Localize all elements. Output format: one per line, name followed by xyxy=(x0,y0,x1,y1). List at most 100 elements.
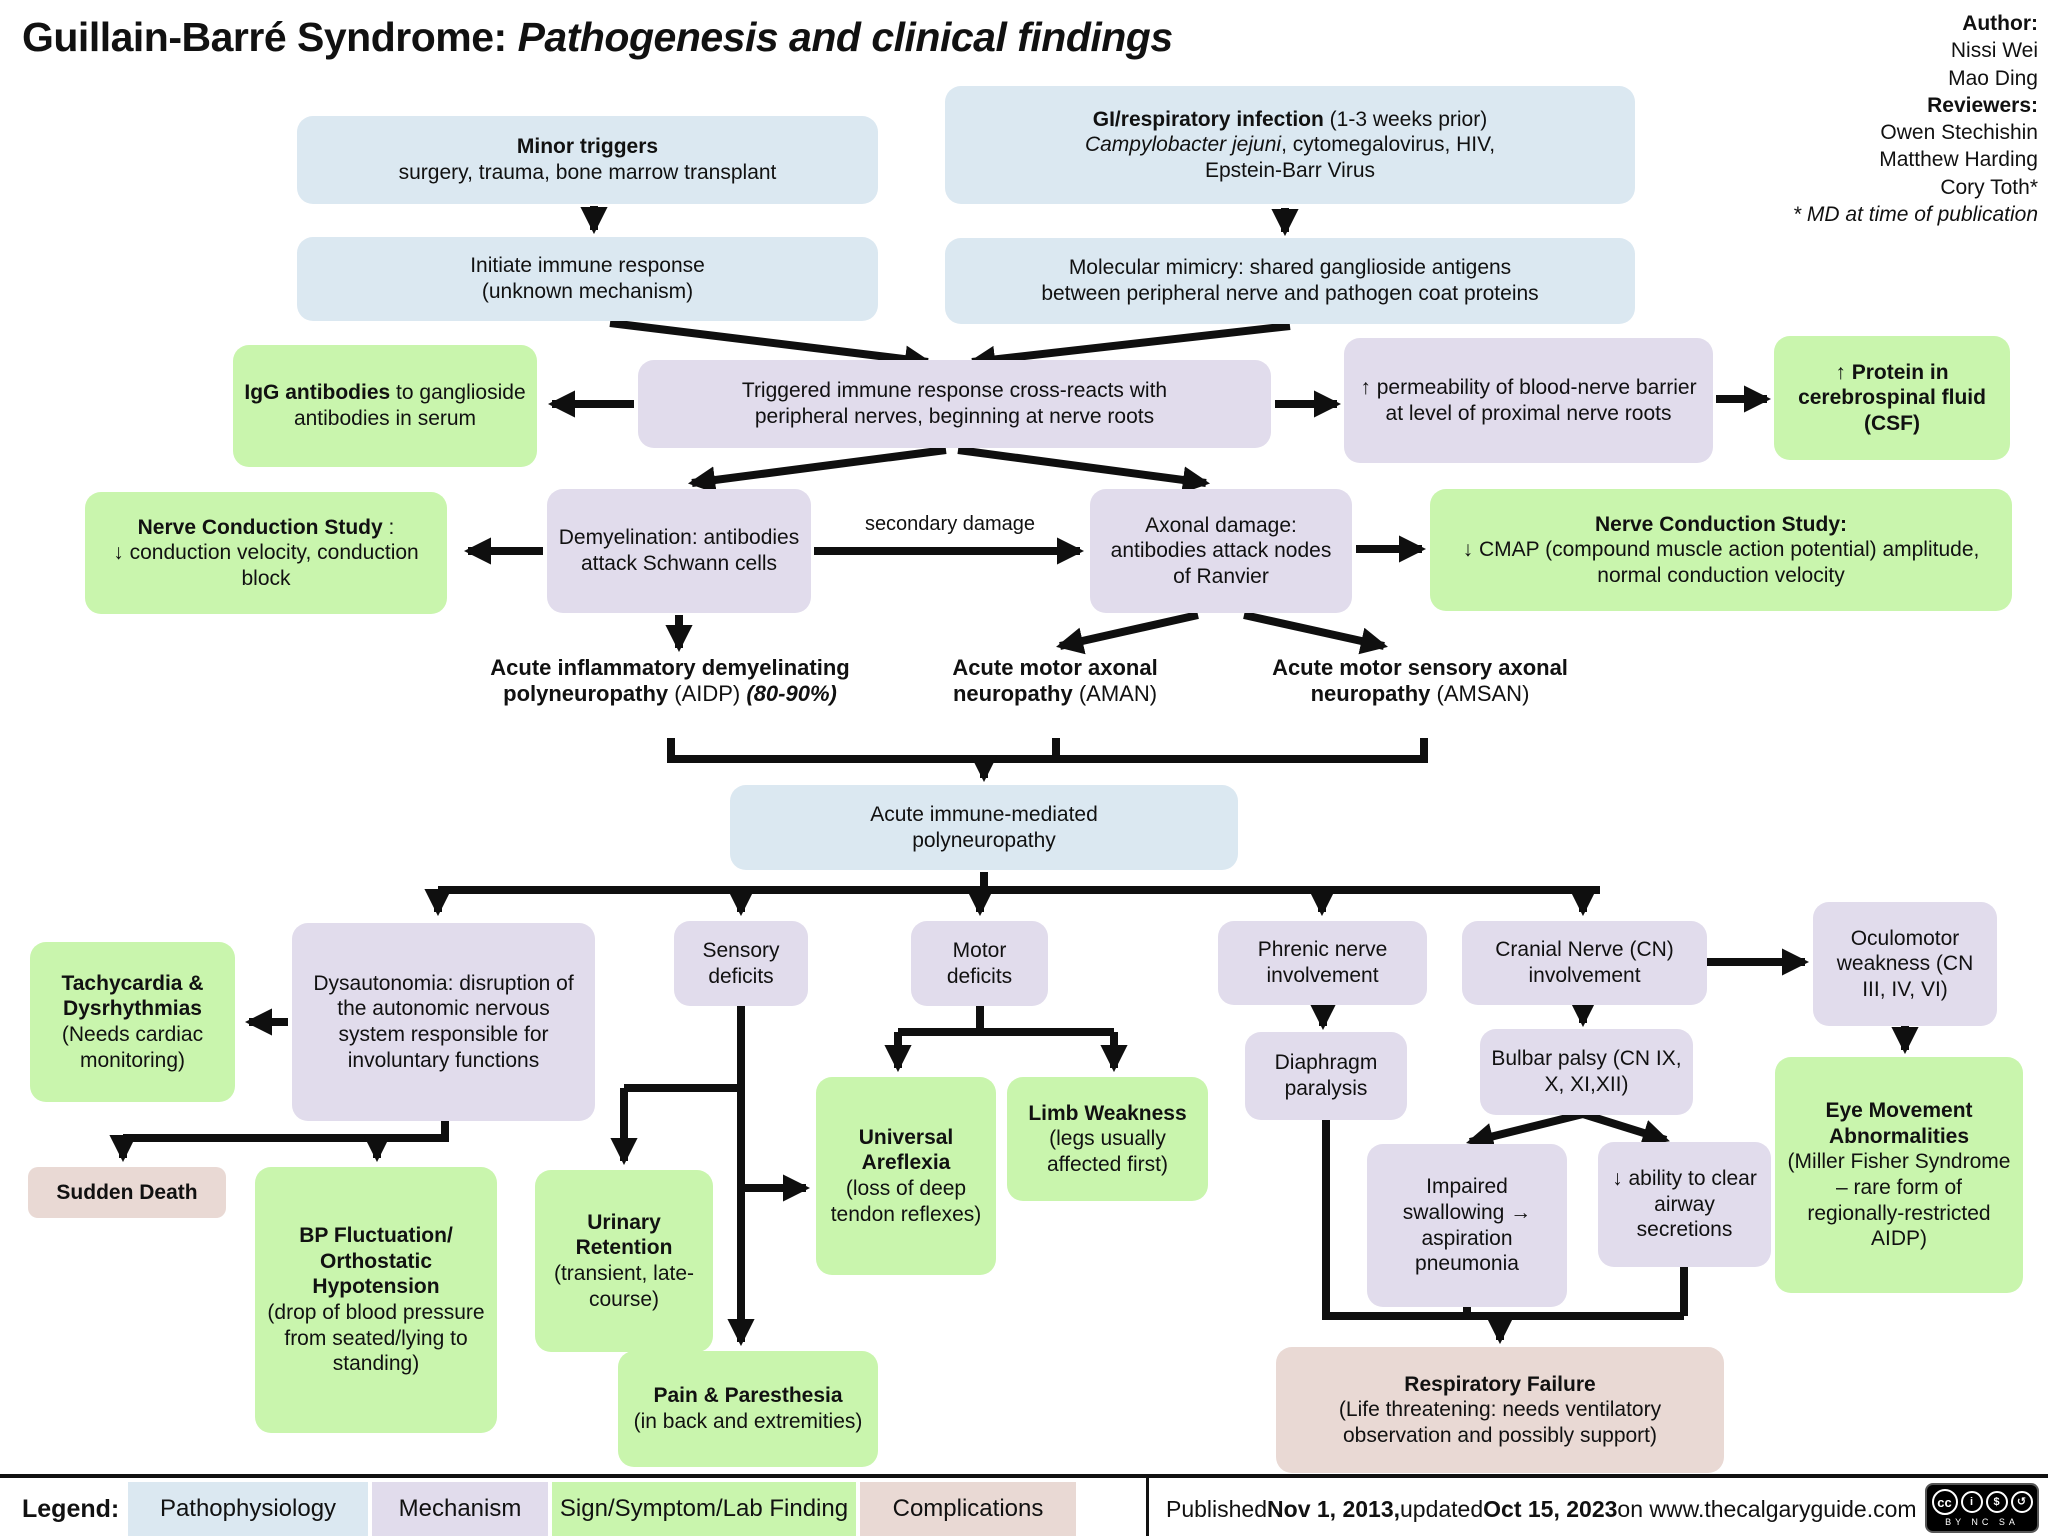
node-body: Motor deficits xyxy=(946,938,1013,988)
label-bold: Acute motor axonal neuropathy xyxy=(952,655,1158,707)
node-body: to ganglioside antibodies in serum xyxy=(293,381,526,430)
publication-info: Published Nov 1, 2013, updated Oct 15, 2… xyxy=(1166,1482,1917,1536)
node-bulbar-palsy: Bulbar palsy (CN IX, X, XI,XII) xyxy=(1480,1029,1693,1115)
node-universal-areflexia: Universal Areflexia(loss of deep tendon … xyxy=(816,1077,996,1275)
label-plain: (AMSAN) xyxy=(1430,681,1530,707)
sa-icon: ↺ xyxy=(2010,1491,2033,1513)
node-title: Limb Weakness xyxy=(1028,1101,1187,1125)
node-body: (loss of deep tendon reflexes) xyxy=(830,1177,982,1226)
species-name: Campylobacter jejuni xyxy=(1084,133,1282,157)
label-bold: Acute inflammatory demyelinating polyneu… xyxy=(490,655,850,707)
node-line: Acute immune-mediated xyxy=(870,802,1098,826)
legend-divider xyxy=(1146,1478,1149,1536)
node-limb-weakness: Limb Weakness(legs usually affected firs… xyxy=(1007,1077,1208,1201)
node-airway-secretions: ↓ ability to clear airway secretions xyxy=(1598,1142,1771,1267)
author-name: Nissi Wei xyxy=(1950,39,2038,63)
node-line: Triggered immune response cross-reacts w… xyxy=(741,379,1168,403)
node-axonal-damage: Axonal damage: antibodies attack nodes o… xyxy=(1090,489,1352,613)
node-body: ↑ permeability of blood-nerve barrier at… xyxy=(1360,375,1697,425)
node-gi-respiratory-infection: GI/respiratory infection (1-3 weeks prio… xyxy=(945,86,1635,204)
cc-icon-row: cc i $ ↺ xyxy=(1931,1489,2033,1515)
node-body: ↓ conduction velocity, conduction block xyxy=(113,541,419,590)
node-body: : xyxy=(382,515,395,539)
node-title: GI/respiratory infection xyxy=(1092,107,1324,131)
node-body: Sensory deficits xyxy=(702,938,780,988)
legend-item-complications: Complications xyxy=(860,1482,1076,1536)
node-body: (Needs cardiac monitoring) xyxy=(61,1023,204,1072)
node-line: (unknown mechanism) xyxy=(481,280,694,303)
node-title: Pain & Paresthesia xyxy=(653,1384,843,1408)
node-body: Axonal damage: antibodies attack nodes o… xyxy=(1110,513,1332,588)
node-line: Initiate immune response xyxy=(470,254,705,278)
node-acute-immune-mediated-polyneuropathy: Acute immune-mediated polyneuropathy xyxy=(730,785,1238,870)
node-title: Respiratory Failure xyxy=(1404,1372,1596,1396)
node-title: BP Fluctuation/ Orthostatic Hypotension xyxy=(299,1224,453,1299)
node-body: Diaphragm paralysis xyxy=(1274,1051,1378,1100)
node-body: Phrenic nerve involvement xyxy=(1257,938,1388,987)
node-minor-triggers: Minor triggers surgery, trauma, bone mar… xyxy=(297,116,878,204)
node-body: Demyelination: antibodies attack Schwann… xyxy=(558,526,800,575)
node-body: surgery, trauma, bone marrow transplant xyxy=(398,161,777,184)
label-italic: (80-90%) xyxy=(746,681,837,707)
label-aidp: Acute inflammatory demyelinating polyneu… xyxy=(440,655,900,708)
published-text: updated xyxy=(1400,1495,1484,1522)
node-nerve-conduction-study-left: Nerve Conduction Study : ↓ conduction ve… xyxy=(85,492,447,614)
node-body: (1-3 weeks prior) xyxy=(1323,107,1488,131)
label-secondary-damage: secondary damage xyxy=(864,513,1036,535)
node-impaired-swallowing: Impaired swallowing → aspiration pneumon… xyxy=(1367,1144,1567,1307)
cc-license-badge: cc i $ ↺ BY NC SA xyxy=(1925,1483,2039,1533)
node-line: peripheral nerves, beginning at nerve ro… xyxy=(754,405,1155,428)
legend-item-label: Sign/Symptom/Lab Finding xyxy=(559,1495,849,1522)
legend-item-mechanism: Mechanism xyxy=(372,1482,548,1536)
legend-item-pathophysiology: Pathophysiology xyxy=(128,1482,368,1536)
legend-item-label: Pathophysiology xyxy=(159,1495,337,1522)
node-body: (Miller Fisher Syndrome – rare form of r… xyxy=(1787,1150,2011,1251)
label-amsan: Acute motor sensory axonal neuropathy (A… xyxy=(1240,655,1600,708)
node-oculomotor-weakness: Oculomotor weakness (CN III, IV, VI) xyxy=(1813,902,1997,1026)
cc-license-text: BY NC SA xyxy=(1945,1517,2019,1527)
node-title: IgG antibodies xyxy=(244,381,391,405)
node-phrenic-nerve-involvement: Phrenic nerve involvement xyxy=(1218,921,1427,1005)
node-body: Bulbar palsy (CN IX, X, XI,XII) xyxy=(1491,1047,1682,1096)
node-title: Nerve Conduction Study xyxy=(137,515,383,539)
node-title: ↑ Protein in cerebrospinal fluid (CSF) xyxy=(1798,360,1986,435)
legend-item-label: Complications xyxy=(892,1495,1044,1522)
node-line: Molecular mimicry: shared ganglioside an… xyxy=(1068,256,1512,280)
node-body: ↓ CMAP (compound muscle action potential… xyxy=(1462,538,1980,587)
credits-footnote: * MD at time of publication xyxy=(1792,203,2038,227)
label-plain: (AMAN) xyxy=(1072,681,1158,707)
title-subtitle: Pathogenesis and clinical findings xyxy=(517,14,1174,60)
legend-item-sign-symptom-lab-finding: Sign/Symptom/Lab Finding xyxy=(552,1482,856,1536)
node-title: Universal Areflexia xyxy=(858,1125,954,1175)
by-icon: i xyxy=(1960,1491,1983,1513)
node-line: between peripheral nerve and pathogen co… xyxy=(1041,282,1539,305)
node-line: polyneuropathy xyxy=(912,828,1056,852)
node-body: , cytomegalovirus, HIV, xyxy=(1281,133,1496,157)
cc-icon: cc xyxy=(1931,1489,1958,1515)
published-text: Published xyxy=(1166,1495,1268,1522)
node-sudden-death: Sudden Death xyxy=(28,1167,226,1218)
node-demyelination: Demyelination: antibodies attack Schwann… xyxy=(547,489,811,613)
node-initiate-immune-response: Initiate immune response (unknown mechan… xyxy=(297,237,878,321)
reviewer-name: Cory Toth* xyxy=(1940,175,2038,199)
node-dysautonomia: Dysautonomia: disruption of the autonomi… xyxy=(292,923,595,1121)
node-body: (Life threatening: needs ventilatory obs… xyxy=(1338,1398,1662,1447)
node-cranial-nerve-involvement: Cranial Nerve (CN) involvement xyxy=(1462,921,1707,1005)
node-body: Cranial Nerve (CN) involvement xyxy=(1495,938,1674,987)
node-urinary-retention: Urinary Retention(transient, late-course… xyxy=(535,1170,713,1352)
updated-date: Oct 15, 2023 xyxy=(1483,1495,1618,1522)
node-body: (drop of blood pressure from seated/lyin… xyxy=(267,1301,485,1376)
node-title: Sudden Death xyxy=(56,1180,198,1204)
node-title: Minor triggers xyxy=(516,135,659,159)
label-plain: (AIDP) xyxy=(668,681,747,707)
published-date: Nov 1, 2013, xyxy=(1267,1495,1400,1522)
node-sensory-deficits: Sensory deficits xyxy=(674,921,808,1006)
node-body: (transient, late-course) xyxy=(553,1262,695,1311)
node-body: (legs usually affected first) xyxy=(1047,1127,1168,1176)
node-title: Urinary Retention xyxy=(575,1210,673,1260)
page-title: Guillain-Barré Syndrome: Pathogenesis an… xyxy=(22,14,1173,61)
node-body: Epstein-Barr Virus xyxy=(1204,158,1375,182)
reviewer-name: Matthew Harding xyxy=(1879,148,2038,172)
node-motor-deficits: Motor deficits xyxy=(911,921,1048,1006)
